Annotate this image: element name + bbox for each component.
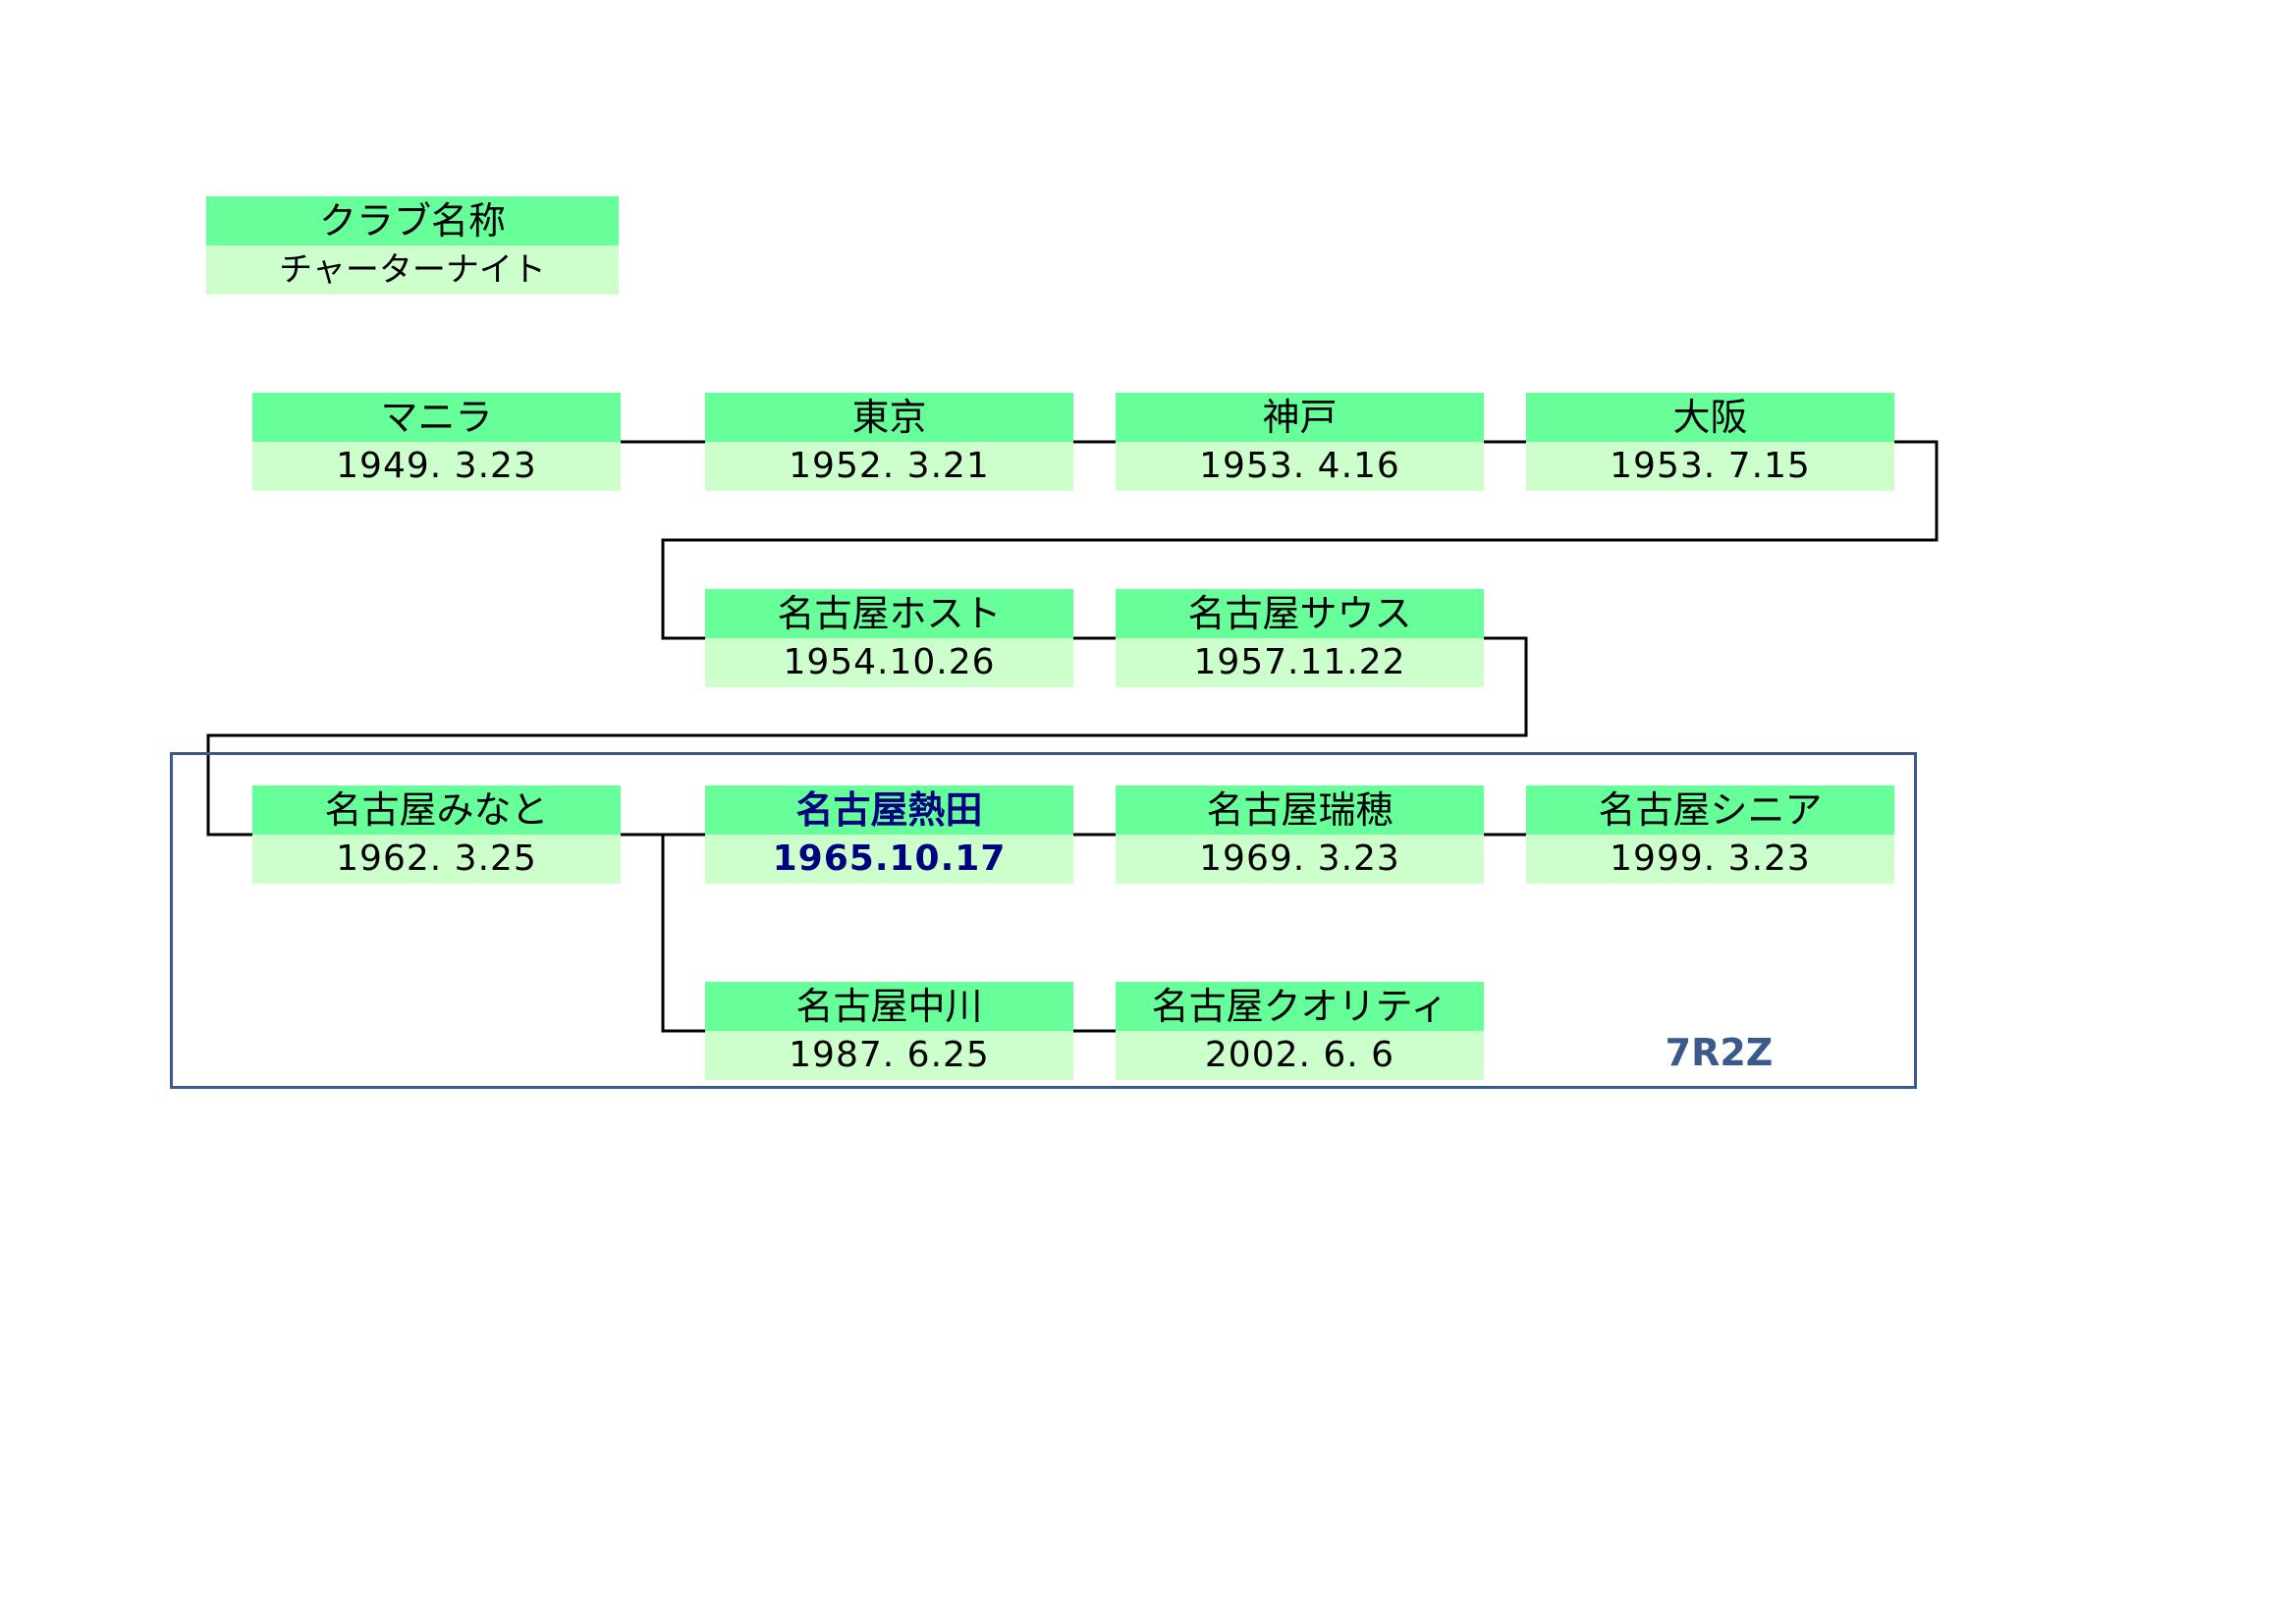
connector-south-minato xyxy=(206,636,1528,837)
club-name: 神戸 xyxy=(1116,393,1484,442)
club-name: 名古屋瑞穂 xyxy=(1116,785,1484,835)
club-charter-date: 1962. 3.25 xyxy=(252,835,621,884)
club-name: マニラ xyxy=(252,393,621,442)
district-code: 7R2Z xyxy=(1665,1031,1774,1074)
club-charter-date: 2002. 6. 6 xyxy=(1116,1031,1484,1080)
club-name: 名古屋中川 xyxy=(705,982,1073,1031)
club-name: 名古屋ホスト xyxy=(705,589,1073,638)
club-box-nagoya-mizuho: 名古屋瑞穂 1969. 3.23 xyxy=(1116,785,1484,884)
club-name: 名古屋みなと xyxy=(252,785,621,835)
club-box-nagoya-minato: 名古屋みなと 1962. 3.25 xyxy=(252,785,621,884)
club-name: 名古屋サウス xyxy=(1116,589,1484,638)
club-box-kobe: 神戸 1953. 4.16 xyxy=(1116,393,1484,491)
club-box-nagoya-host: 名古屋ホスト 1954.10.26 xyxy=(705,589,1073,687)
legend-name-label: クラブ名称 xyxy=(206,196,619,245)
club-charter-date: 1999. 3.23 xyxy=(1526,835,1894,884)
club-box-osaka: 大阪 1953. 7.15 xyxy=(1526,393,1894,491)
club-box-manila: マニラ 1949. 3.23 xyxy=(252,393,621,491)
district-frame xyxy=(170,752,1917,1089)
legend-box: クラブ名称 チャーターナイト xyxy=(206,196,619,295)
connector-minato-nakagawa xyxy=(661,835,705,1033)
club-name: 名古屋クオリティ xyxy=(1116,982,1484,1031)
club-box-nagoya-south: 名古屋サウス 1957.11.22 xyxy=(1116,589,1484,687)
club-box-nagoya-atsuta: 名古屋熱田 1965.10.17 xyxy=(705,785,1073,884)
club-charter-date: 1957.11.22 xyxy=(1116,638,1484,687)
club-name: 東京 xyxy=(705,393,1073,442)
club-charter-date: 1949. 3.23 xyxy=(252,442,621,491)
club-name: 大阪 xyxy=(1526,393,1894,442)
club-charter-date: 1969. 3.23 xyxy=(1116,835,1484,884)
club-box-nagoya-quality: 名古屋クオリティ 2002. 6. 6 xyxy=(1116,982,1484,1080)
club-name: 名古屋熱田 xyxy=(705,785,1073,835)
club-box-nagoya-nakagawa: 名古屋中川 1987. 6.25 xyxy=(705,982,1073,1080)
club-charter-date: 1952. 3.21 xyxy=(705,442,1073,491)
club-box-tokyo: 東京 1952. 3.21 xyxy=(705,393,1073,491)
club-box-nagoya-senior: 名古屋シニア 1999. 3.23 xyxy=(1526,785,1894,884)
club-charter-date: 1953. 7.15 xyxy=(1526,442,1894,491)
club-charter-date: 1987. 6.25 xyxy=(705,1031,1073,1080)
club-charter-date: 1965.10.17 xyxy=(705,835,1073,884)
legend-date-label: チャーターナイト xyxy=(206,245,619,295)
connector-osaka-nagoya-host xyxy=(661,440,1939,640)
club-charter-date: 1954.10.26 xyxy=(705,638,1073,687)
club-charter-date: 1953. 4.16 xyxy=(1116,442,1484,491)
club-name: 名古屋シニア xyxy=(1526,785,1894,835)
